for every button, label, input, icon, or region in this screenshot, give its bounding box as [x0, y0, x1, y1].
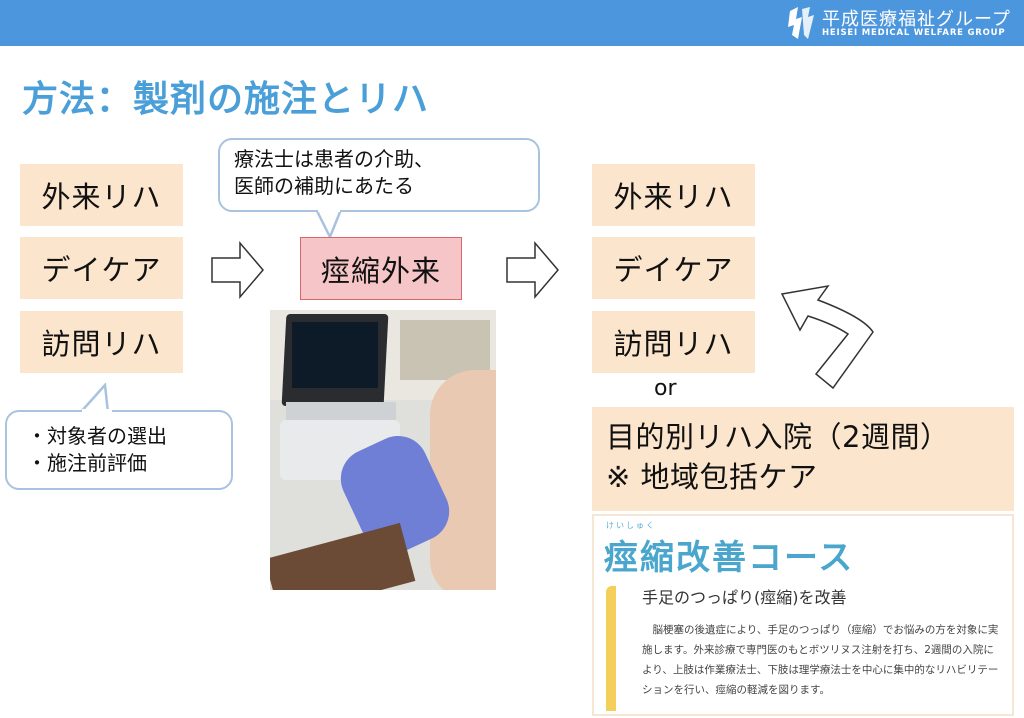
inpatient-rehab-box: 目的別リハ入院（2週間） ※ 地域包括ケア: [592, 407, 1014, 511]
bubble-line: ・対象者の選出: [27, 424, 167, 448]
spasticity-clinic-box: 痙縮外来: [300, 237, 462, 300]
ultrasound-photo: [270, 310, 496, 590]
flyer-ruby: けいしゅく: [606, 521, 656, 530]
big-box-line: ※ 地域包括ケア: [606, 460, 818, 494]
flyer-title: 痙縮改善コース: [604, 538, 855, 578]
flyer-subtitle: 手足のつっぱり(痙縮)を改善: [642, 588, 847, 607]
course-flyer-image: けいしゅく 痙縮改善コース 手足のつっぱり(痙縮)を改善 脳梗塞の後遺症により、…: [592, 514, 1014, 716]
flyer-body: 脳梗塞の後遺症により、手足のつっぱり（痙縮）でお悩みの方を対象に実施します。外来…: [642, 624, 999, 696]
right-box-outpatient: 外来リハ: [592, 164, 755, 226]
top-speech-bubble: 療法士は患者の介助、 医師の補助にあたる: [218, 138, 540, 212]
arrow-right-icon: [506, 240, 559, 300]
left-box-visit: 訪問リハ: [20, 311, 183, 373]
left-box-outpatient: 外来リハ: [20, 164, 183, 226]
logo-text-en: HEISEI MEDICAL WELFARE GROUP: [822, 28, 1006, 38]
right-box-daycare: デイケア: [592, 237, 755, 299]
big-box-line: 目的別リハ入院（2週間）: [606, 420, 950, 454]
bubble-line: 医師の補助にあたる: [234, 174, 414, 198]
flyer-accent-bar: [606, 586, 616, 711]
bubble-line: 療法士は患者の介助、: [234, 147, 434, 171]
left-speech-bubble: ・対象者の選出 ・施注前評価: [5, 410, 233, 490]
right-box-visit: 訪問リハ: [592, 311, 755, 373]
slide-title: 方法：製剤の施注とリハ: [22, 79, 430, 120]
logo-text-jp: 平成医療福祉グループ: [822, 9, 1011, 30]
header-bar: [0, 0, 1024, 46]
curved-arrow-icon: [780, 284, 874, 390]
or-label: or: [654, 376, 677, 401]
left-box-daycare: デイケア: [20, 237, 183, 299]
arrow-right-icon: [211, 240, 264, 300]
logo-mark-icon: [788, 7, 814, 39]
bubble-tail: [79, 383, 110, 414]
bubble-line: ・施注前評価: [27, 451, 147, 475]
